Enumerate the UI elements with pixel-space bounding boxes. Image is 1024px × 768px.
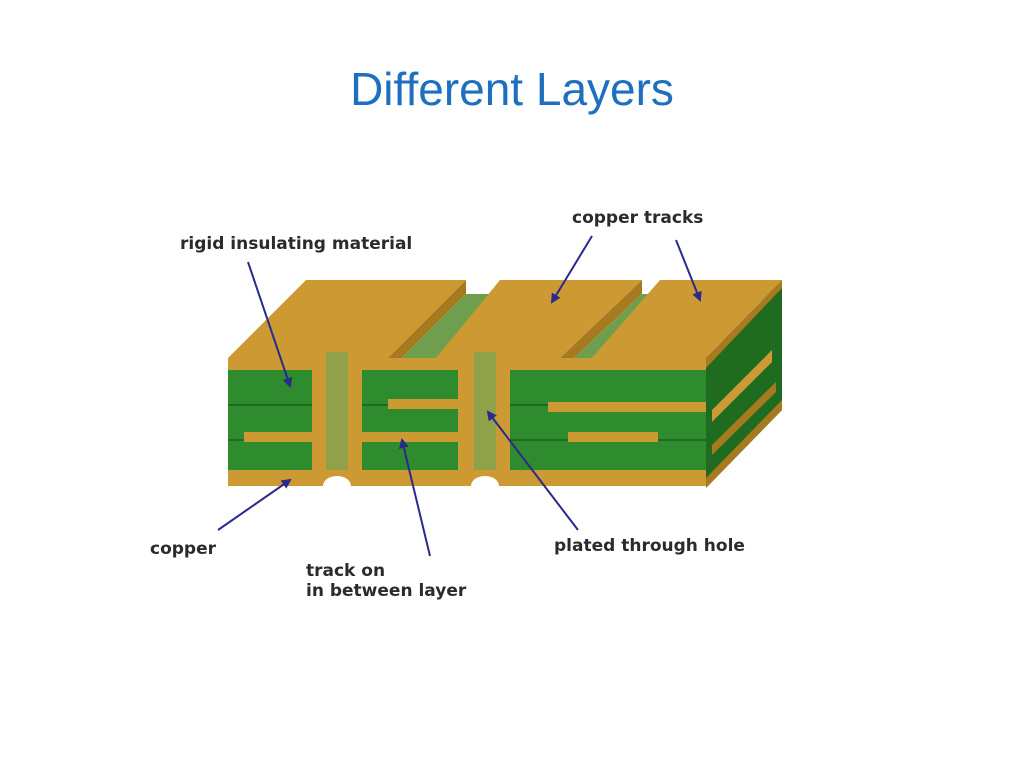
board-side-face: [706, 280, 782, 488]
top-copper-tracks: [228, 280, 782, 358]
label-copper-tracks: copper tracks: [572, 208, 703, 228]
label-track-on-line2: in between layer: [306, 581, 467, 601]
label-copper: copper: [150, 539, 217, 559]
label-plated-through-hole: plated through hole: [554, 536, 745, 556]
slide-title: Different Layers: [350, 63, 674, 115]
label-track-on-line1: track on: [306, 561, 385, 581]
board-front-face: [228, 352, 706, 496]
callout-arrows: [217, 235, 702, 557]
label-rigid-insulating-material: rigid insulating material: [180, 234, 412, 254]
